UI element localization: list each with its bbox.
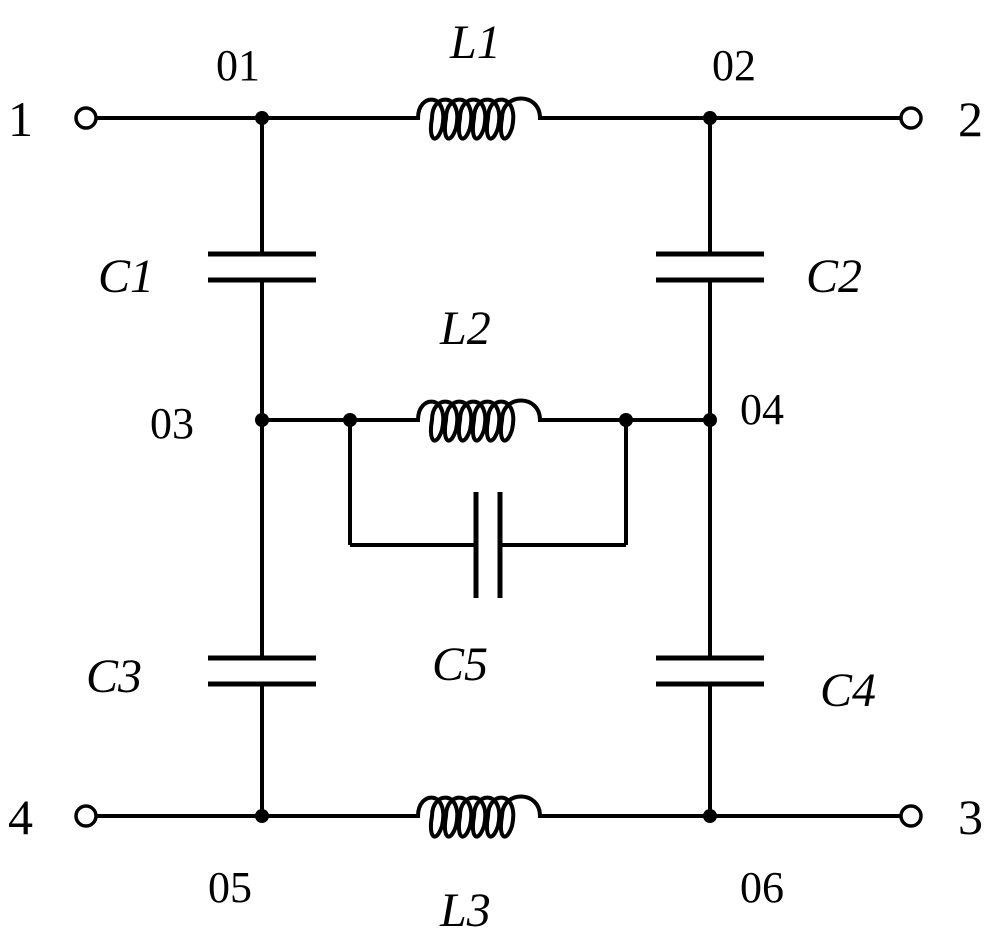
terminal-port1 — [74, 106, 98, 130]
component-label-C3: C3 — [86, 650, 142, 703]
component-label-C2: C2 — [806, 250, 862, 303]
inductor-L3 — [405, 794, 550, 839]
junction-node04 — [703, 413, 717, 427]
junction-L2-C5-left — [343, 413, 357, 427]
junction-node06 — [703, 809, 717, 823]
component-label-L3: L3 — [439, 884, 491, 937]
port-label-1: 1 — [8, 91, 33, 147]
inductor-L2 — [405, 398, 550, 443]
component-label-L1: L1 — [449, 16, 501, 69]
component-label-C5: C5 — [432, 638, 488, 691]
port-label-4: 4 — [8, 789, 33, 845]
component-label-C1: C1 — [98, 250, 154, 303]
junction-L2-C5-right — [619, 413, 633, 427]
node-label-05: 05 — [208, 863, 252, 912]
junction-node05 — [255, 809, 269, 823]
node-label-02: 02 — [712, 41, 756, 90]
component-label-C4: C4 — [820, 664, 876, 717]
node-label-01: 01 — [216, 41, 260, 90]
component-label-L2: L2 — [439, 302, 491, 355]
terminal-port3 — [899, 804, 923, 828]
junction-node03 — [255, 413, 269, 427]
terminal-port4 — [74, 804, 98, 828]
junction-node01 — [255, 111, 269, 125]
node-label-04: 04 — [740, 385, 784, 434]
inductor-L1 — [405, 96, 550, 141]
port-label-2: 2 — [958, 91, 983, 147]
port-label-3: 3 — [958, 789, 983, 845]
node-label-06: 06 — [740, 863, 784, 912]
terminal-port2 — [899, 106, 923, 130]
node-label-03: 03 — [150, 399, 194, 448]
junction-node02 — [703, 111, 717, 125]
